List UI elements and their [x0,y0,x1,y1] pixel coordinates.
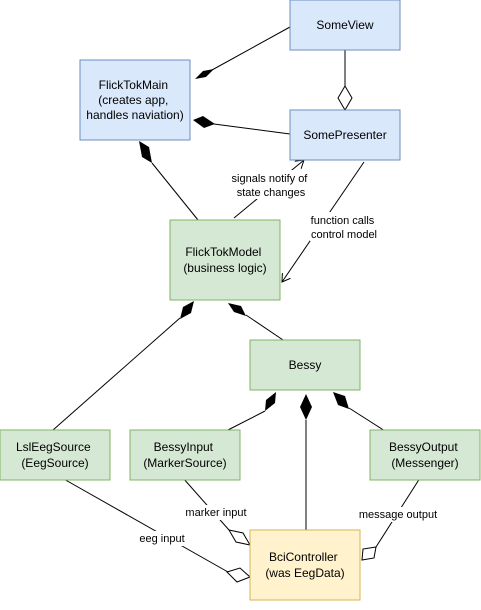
filled-diamond-bessy-output [333,392,349,409]
hollow-diamond-marker-input [227,529,252,546]
node-bessy[interactable]: Bessy [249,339,361,391]
filled-diamond-bessy-input [265,392,276,411]
node-someview-label: SomeView [316,18,373,32]
label-message-output: message output [359,509,437,521]
label-signals: signals notify of state changes [232,173,311,199]
label-eeg-input: eeg input [139,533,184,545]
filled-diamond-main-model [139,141,152,163]
node-flicktokmain-label: FlickTokMain (creates app, handles navia… [86,78,183,122]
node-bessyinput[interactable]: BessyInput (MarkerSource) [129,429,241,481]
node-somepresenter[interactable]: SomePresenter [289,109,401,161]
node-bessyoutput-label: BessyOutput (Messenger) [389,440,461,470]
hollow-diamond-view-presenter [337,85,353,111]
edge-main-model [151,162,199,221]
node-bessyinput-label: BessyInput (MarkerSource) [143,440,226,470]
edge-model-lsl [52,317,181,431]
filled-diamond-main-view [195,69,214,79]
node-bessy-label: Bessy [289,358,322,372]
edge-main-presenter [213,123,291,135]
filled-diamond-main-presenter [193,116,215,128]
node-bcicontroller-label: BciController (was EegData) [265,550,344,580]
edge-eeg-input [61,477,229,573]
node-somepresenter-label: SomePresenter [303,128,386,142]
edge-main-view [211,26,291,71]
edge-bessy-input [225,410,266,432]
edge-bessy-output [348,407,386,432]
node-flicktokmodel-label: FlickTokModel (business logic) [183,245,266,275]
hollow-diamond-eeg-input [226,567,251,583]
hollow-diamond-message-output [361,546,377,561]
node-flicktokmain[interactable]: FlickTokMain (creates app, handles navia… [79,59,191,141]
label-marker-input: marker input [185,507,246,519]
label-function-calls: function calls control model [311,215,378,241]
node-flicktokmodel[interactable]: FlickTokModel (business logic) [169,219,281,301]
filled-diamond-model-lsl [180,301,194,319]
edge-marker-input [182,477,230,531]
filled-diamond-bessy-bci [300,394,312,420]
node-lsleegsource-label: LslEegSource (EegSource) [16,440,94,470]
edge-model-bessy [245,314,287,343]
node-bessyoutput[interactable]: BessyOutput (Messenger) [369,429,481,481]
node-someview[interactable]: SomeView [289,0,401,51]
node-lsleegsource[interactable]: LslEegSource (EegSource) [0,429,111,481]
node-bcicontroller[interactable]: BciController (was EegData) [249,529,361,601]
edge-labels: signals notify of state changes function… [136,170,440,546]
filled-diamond-model-bessy [228,303,246,316]
